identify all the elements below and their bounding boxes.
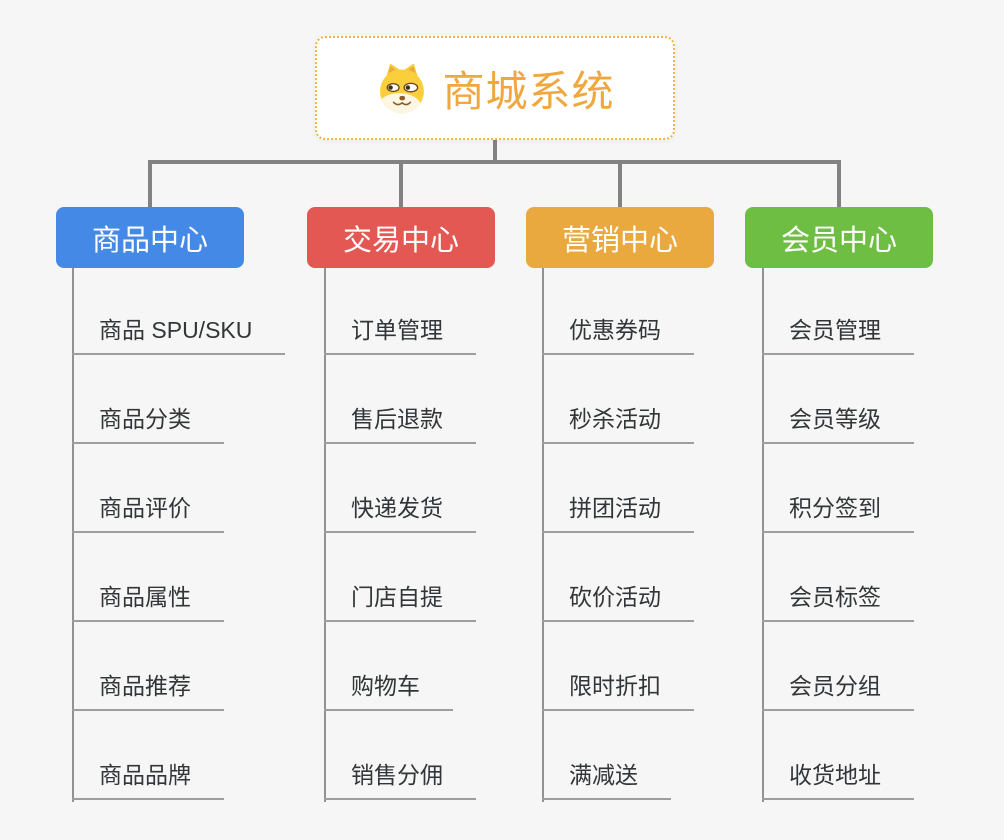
leaf-node[interactable]: 积分签到 <box>762 493 914 533</box>
leaf-node[interactable]: 收货地址 <box>762 760 914 800</box>
branch-label: 交易中心 <box>342 224 459 257</box>
leaf-node[interactable]: 售后退款 <box>324 404 476 444</box>
leaf-node[interactable]: 拼团活动 <box>542 493 694 533</box>
branch-horizontal-connector <box>148 160 841 164</box>
branch-node-trade-center[interactable]: 交易中心 <box>307 207 495 268</box>
doge-icon <box>380 63 425 114</box>
leaf-node[interactable]: 订单管理 <box>324 315 476 355</box>
branch-node-member-center[interactable]: 会员中心 <box>745 207 933 268</box>
leaf-node[interactable]: 门店自提 <box>324 582 476 622</box>
leaf-node[interactable]: 砍价活动 <box>542 582 694 622</box>
root-node[interactable]: 商城系统 <box>315 36 675 140</box>
branch-stem-connector <box>837 160 841 208</box>
root-title: 商城系统 <box>442 67 615 115</box>
leaf-node[interactable]: 商品品牌 <box>72 760 224 800</box>
root-stem-connector <box>493 140 497 164</box>
column-trunk-connector <box>542 268 544 802</box>
leaf-node[interactable]: 优惠券码 <box>542 315 694 355</box>
leaf-node[interactable]: 会员标签 <box>762 582 914 622</box>
branch-label: 商品中心 <box>91 224 208 257</box>
branch-stem-connector <box>399 160 403 208</box>
branch-node-product-center[interactable]: 商品中心 <box>56 207 244 268</box>
leaf-node[interactable]: 秒杀活动 <box>542 404 694 444</box>
leaf-node[interactable]: 购物车 <box>324 671 453 711</box>
leaf-node[interactable]: 销售分佣 <box>324 760 476 800</box>
leaf-node[interactable]: 商品评价 <box>72 493 224 533</box>
leaf-node[interactable]: 满减送 <box>542 760 671 800</box>
leaf-node[interactable]: 商品属性 <box>72 582 224 622</box>
branch-stem-connector <box>148 160 152 208</box>
branch-label: 营销中心 <box>561 224 678 257</box>
branch-label: 会员中心 <box>780 224 897 257</box>
branch-node-marketing-center[interactable]: 营销中心 <box>526 207 714 268</box>
leaf-node[interactable]: 快递发货 <box>324 493 476 533</box>
leaf-node[interactable]: 限时折扣 <box>542 671 694 711</box>
leaf-node[interactable]: 会员管理 <box>762 315 914 355</box>
leaf-node[interactable]: 会员等级 <box>762 404 914 444</box>
column-trunk-connector <box>72 268 74 802</box>
branch-stem-connector <box>618 160 622 208</box>
leaf-node[interactable]: 商品分类 <box>72 404 224 444</box>
column-trunk-connector <box>762 268 764 802</box>
column-trunk-connector <box>324 268 326 802</box>
leaf-node[interactable]: 商品 SPU/SKU <box>72 315 286 355</box>
leaf-node[interactable]: 会员分组 <box>762 671 914 711</box>
leaf-node[interactable]: 商品推荐 <box>72 671 224 711</box>
